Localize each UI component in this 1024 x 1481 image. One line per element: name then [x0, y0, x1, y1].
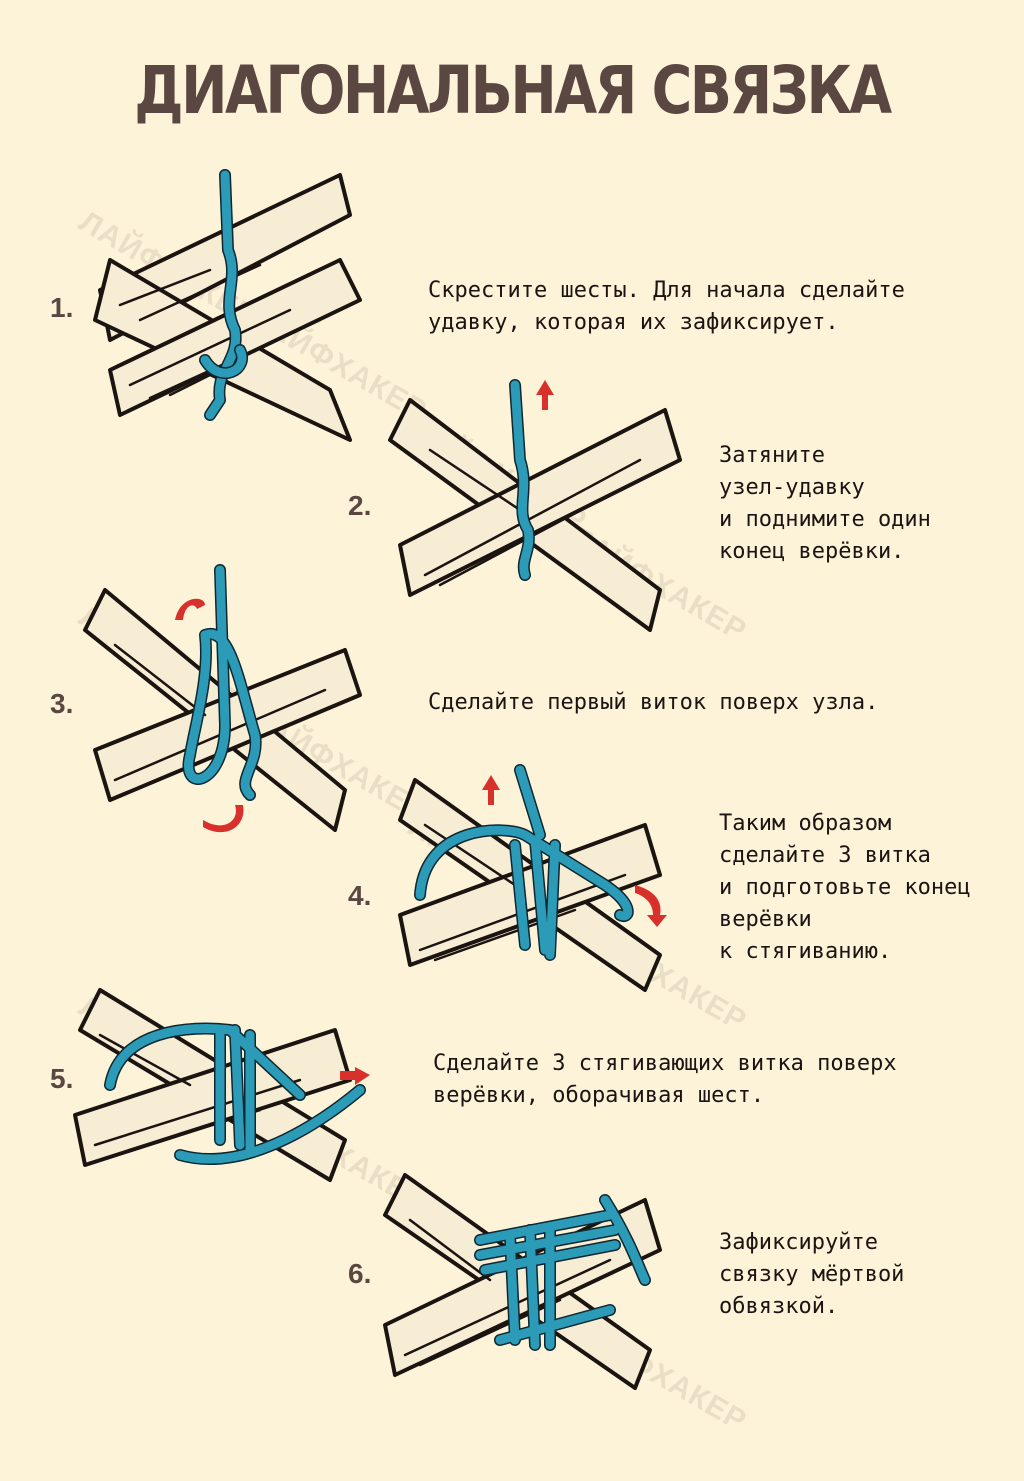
step-6-number: 6. — [348, 1258, 372, 1289]
three-wraps-rope — [414, 764, 634, 961]
step-3-illustration — [83, 564, 362, 833]
first-wrap-rope — [182, 564, 262, 801]
step-2-number: 2. — [348, 490, 372, 521]
step-5-number: 5. — [50, 1063, 74, 1094]
curved-arrow-icon — [175, 598, 205, 620]
curved-arrow-icon — [635, 885, 667, 927]
step-4-number: 4. — [348, 880, 372, 911]
step-2-illustration — [388, 379, 682, 632]
step-6-text: Зафиксируйте связку мёртвой обвязкой. — [719, 1230, 905, 1319]
step-5-illustration — [73, 988, 370, 1182]
crossed-poles — [383, 1173, 662, 1390]
frapping-turns-rope — [104, 1022, 366, 1165]
step-5-text: Сделайте 3 стягивающих витка поверх верё… — [433, 1051, 897, 1108]
crossed-poles — [73, 988, 352, 1182]
step-1-number: 1. — [50, 292, 74, 323]
page-title: ДИАГОНАЛЬНАЯ СВЯЗКА — [134, 52, 892, 129]
finished-lashing-rope — [474, 1194, 651, 1351]
up-arrow-icon — [482, 775, 500, 805]
right-arrow-icon — [340, 1067, 370, 1085]
step-1-illustration — [93, 169, 362, 442]
step-3-number: 3. — [50, 688, 74, 719]
step-2-text: Затяните узел-удавку и поднимите один ко… — [719, 443, 931, 564]
step-3-text: Сделайте первый виток поверх узла. — [428, 690, 879, 715]
clove-hitch-rope — [199, 169, 248, 421]
step-4-text: Таким образом сделайте 3 витка и подгото… — [719, 811, 971, 964]
tightened-knot — [509, 379, 535, 581]
up-arrow-icon — [536, 380, 554, 410]
curved-arrow-icon — [203, 805, 244, 833]
crossed-poles — [388, 398, 682, 632]
step-4-illustration — [398, 764, 667, 992]
step-1-text: Скрестите шесты. Для начала сделайте уда… — [428, 278, 905, 335]
step-6-illustration — [383, 1173, 662, 1390]
